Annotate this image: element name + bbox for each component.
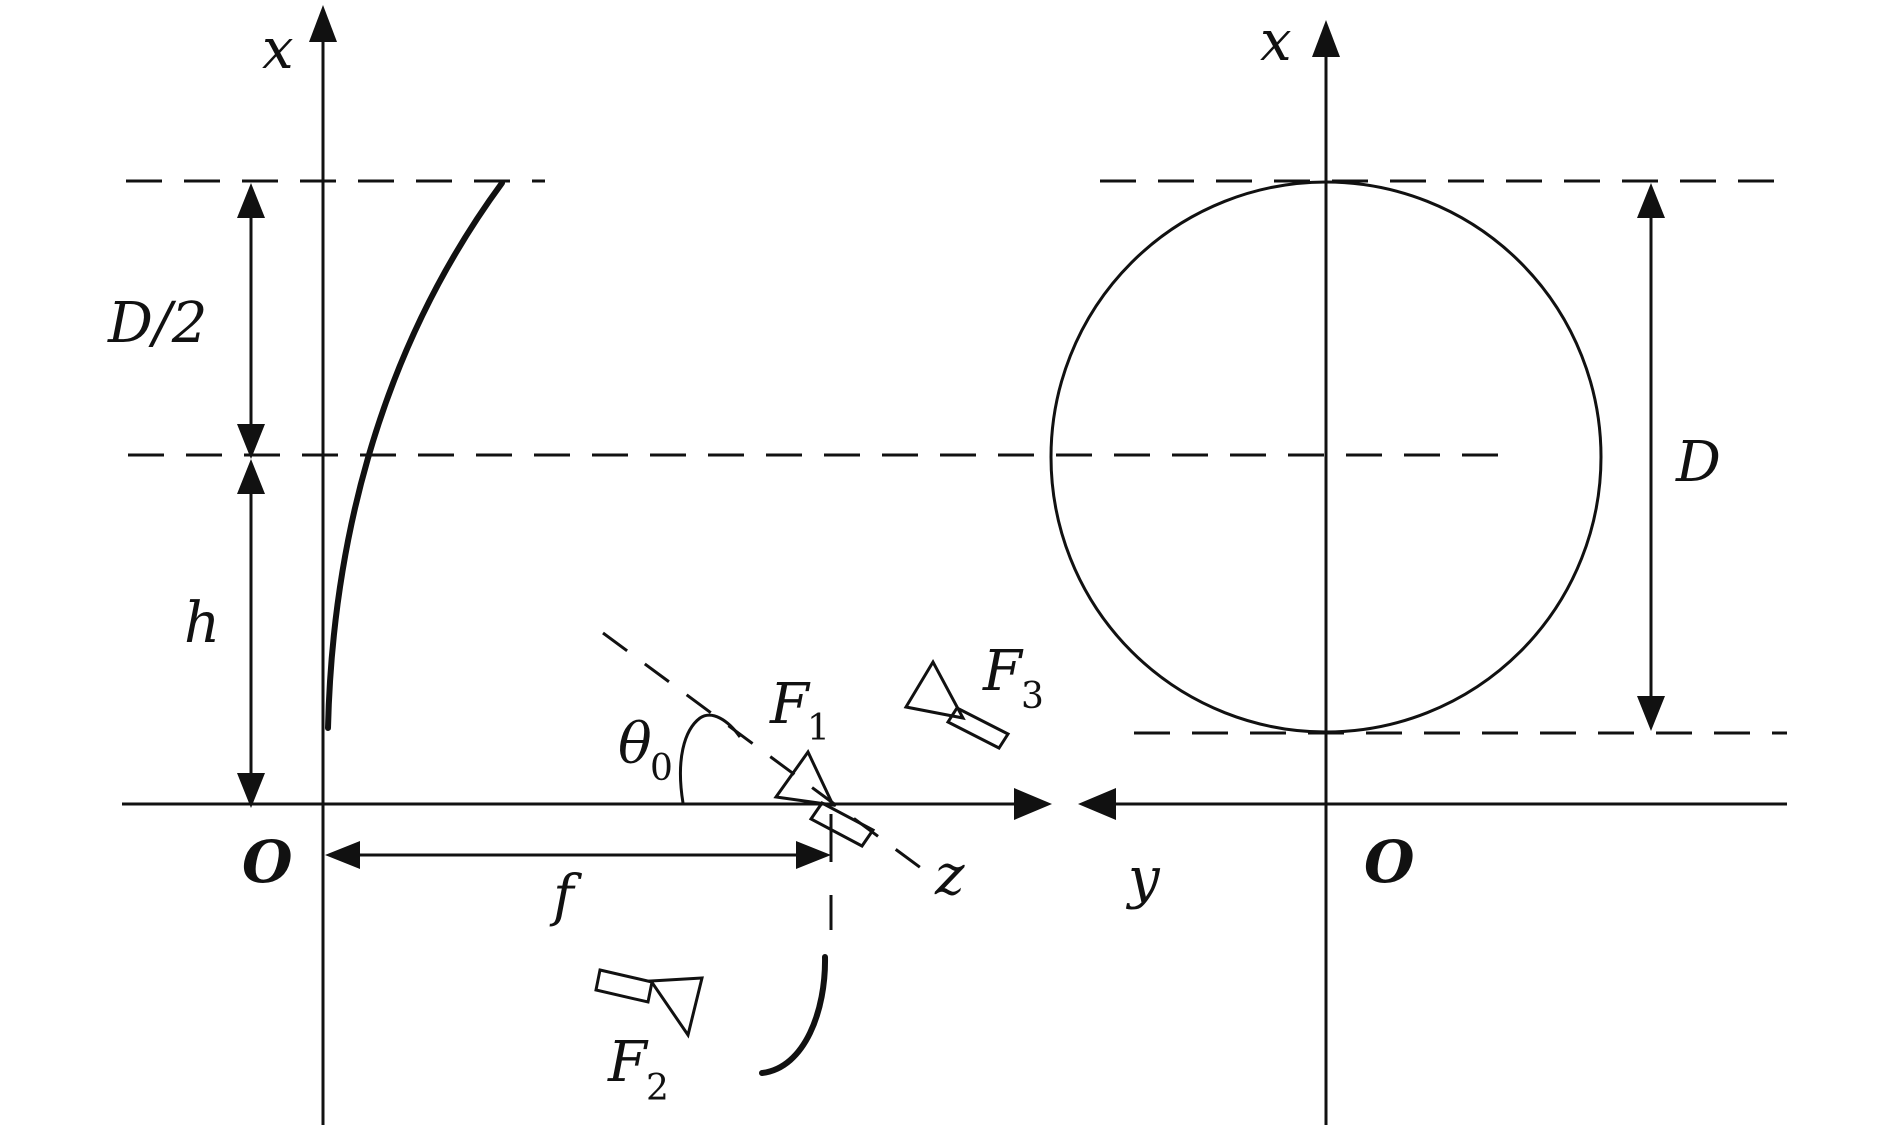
label-h: h xyxy=(184,591,220,656)
label-origin-left: O xyxy=(242,828,293,896)
label-f1: F xyxy=(769,672,811,737)
label-theta: θ xyxy=(618,712,652,777)
label-f3: F xyxy=(982,639,1024,704)
label-f1-subscript: 1 xyxy=(807,708,830,749)
label-x-left: x xyxy=(262,17,294,82)
label-theta-subscript: 0 xyxy=(650,748,673,789)
label-f3-subscript: 3 xyxy=(1021,676,1044,717)
dimension-d-half-arrow-top xyxy=(237,183,265,218)
left-x-axis-arrowhead xyxy=(309,5,337,42)
dimension-h-arrow-top xyxy=(237,459,265,494)
feed-f1-icon xyxy=(773,749,876,848)
lower-reflector-curve xyxy=(759,954,829,1076)
label-x-right: x xyxy=(1260,9,1292,74)
dimension-d-arrow-top xyxy=(1637,183,1665,218)
dimension-h-arrow-bottom xyxy=(237,773,265,808)
label-y: y xyxy=(1125,846,1161,911)
label-f2-subscript: 2 xyxy=(646,1068,669,1109)
label-origin-right: O xyxy=(1364,828,1415,896)
dimension-f-arrow-left xyxy=(325,841,360,869)
feed-f3-icon xyxy=(903,658,1011,750)
dimension-f-arrow-right xyxy=(796,841,831,869)
label-d-half: D/2 xyxy=(107,291,207,356)
dimension-d-arrow-bottom xyxy=(1637,696,1665,731)
aperture-circle xyxy=(1049,180,1603,734)
label-f-focal: f xyxy=(549,864,583,929)
label-z: z xyxy=(934,843,965,908)
right-x-axis-arrowhead xyxy=(1312,20,1340,57)
left-horizontal-axis-arrowhead xyxy=(1014,788,1052,820)
feed-f2-icon xyxy=(594,968,704,1039)
label-d: D xyxy=(1675,430,1721,495)
dimension-d-half-arrow-bottom xyxy=(237,424,265,459)
reflector-curve xyxy=(325,180,505,731)
right-horizontal-axis-arrowhead xyxy=(1078,788,1116,820)
label-f2: F xyxy=(607,1030,649,1095)
theta-angle-arc xyxy=(679,713,742,804)
